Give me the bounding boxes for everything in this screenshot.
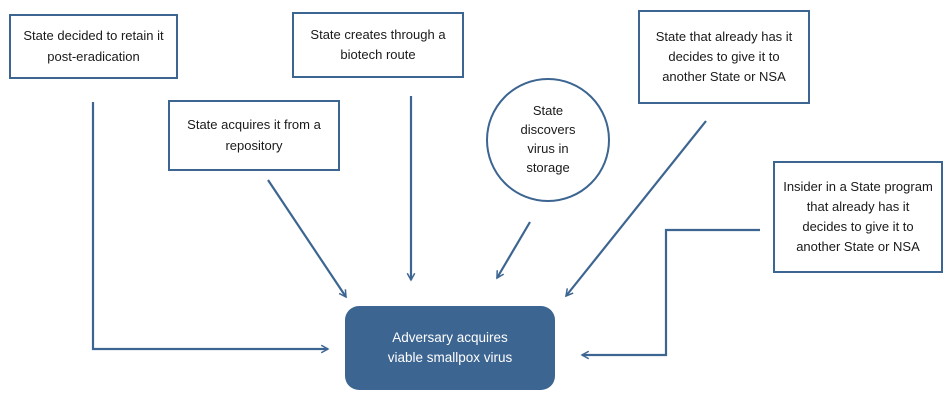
arrow-storage-to-target	[496, 221, 531, 278]
source-insider-label: Insider in a State program that already …	[783, 178, 933, 255]
source-storage-circle: State discovers virus in storage	[486, 78, 610, 202]
target-adversary-box: Adversary acquires viable smallpox virus	[345, 306, 555, 390]
source-biotech-box: State creates through a biotech route	[292, 12, 464, 78]
arrow-state-give-to-target	[566, 120, 707, 296]
source-retain-box: State decided to retain it post-eradicat…	[9, 14, 178, 79]
source-biotech-label: State creates through a biotech route	[310, 26, 446, 62]
target-adversary-label: Adversary acquires viable smallpox virus	[387, 330, 513, 365]
source-repository-label: State acquires it from a repository	[187, 117, 321, 153]
arrow-repository-to-target	[267, 179, 347, 297]
source-repository-box: State acquires it from a repository	[168, 100, 340, 171]
source-retain-label: State decided to retain it post-eradicat…	[23, 28, 164, 64]
arrow-insider-to-target	[582, 228, 760, 355]
arrow-retain-to-target	[91, 102, 328, 349]
source-state-give-label: State that already has it decides to giv…	[655, 28, 793, 85]
source-insider-box: Insider in a State program that already …	[773, 161, 943, 273]
source-state-give-box: State that already has it decides to giv…	[638, 10, 810, 104]
source-storage-label: State discovers virus in storage	[520, 103, 576, 175]
